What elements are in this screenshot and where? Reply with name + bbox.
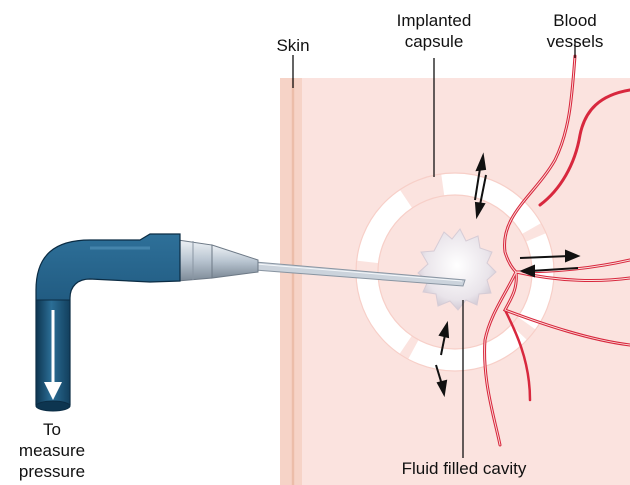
cavity-label: Fluid filled cavity <box>384 459 544 479</box>
skin-label: Skin <box>268 36 318 56</box>
capsule-label-line2: capsule <box>384 32 484 52</box>
pressure-label-line2: measure <box>12 441 92 461</box>
pressure-label-line1: To <box>12 420 92 440</box>
needle-hub <box>178 240 258 281</box>
skin-layer <box>280 78 302 485</box>
vessels-label-line2: vessels <box>535 32 615 52</box>
capsule-label-line1: Implanted <box>384 11 484 31</box>
vessels-label-line1: Blood <box>535 11 615 31</box>
pressure-label-line3: pressure <box>12 462 92 482</box>
